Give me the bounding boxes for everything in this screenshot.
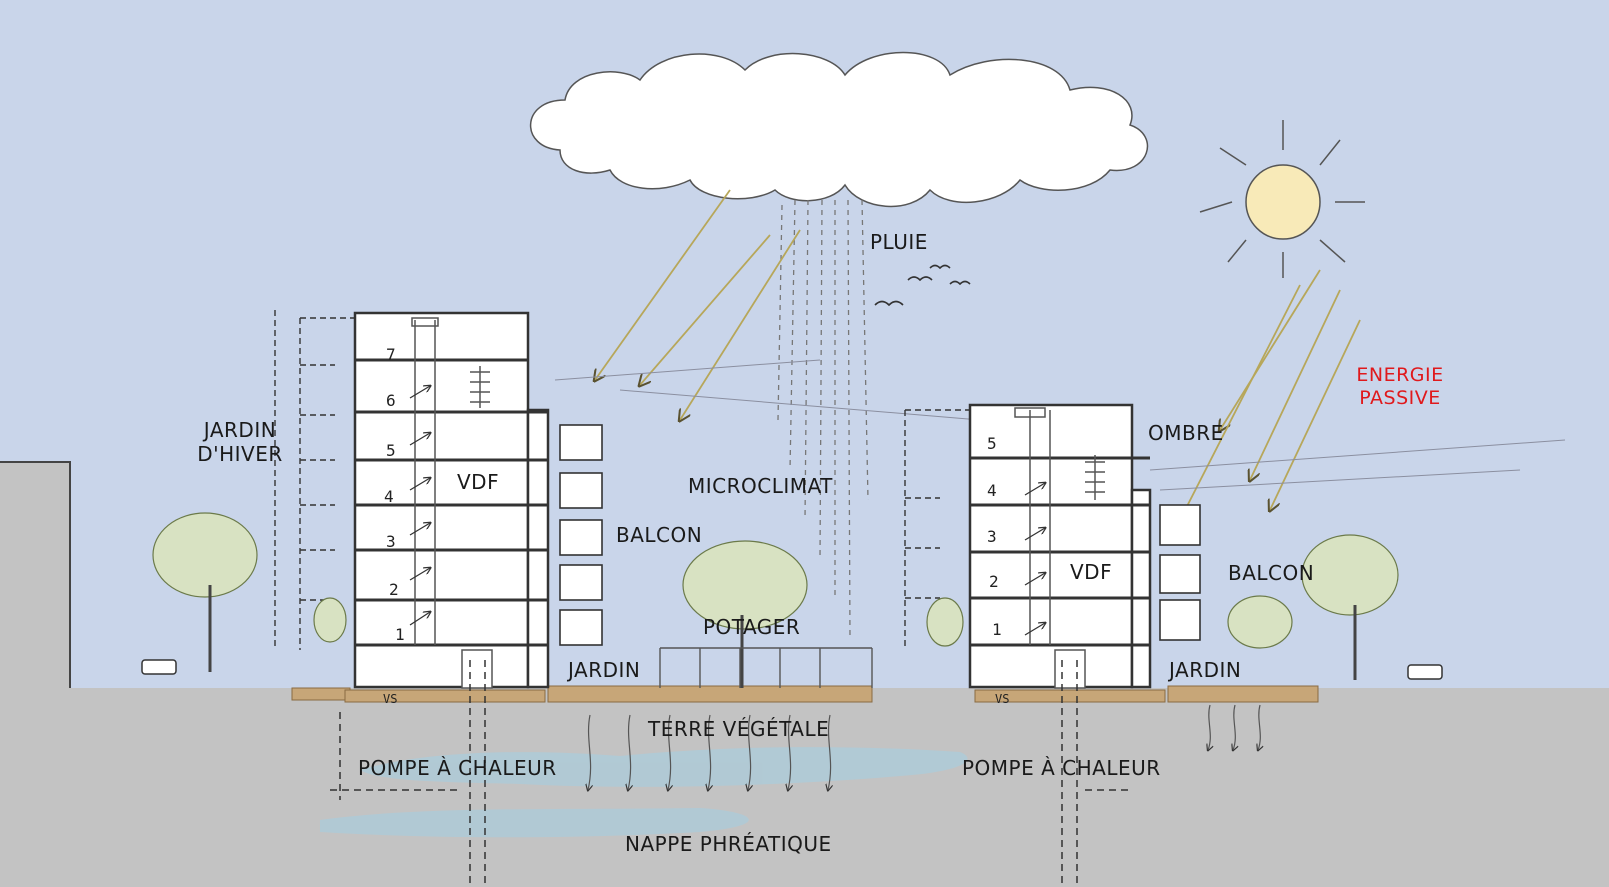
label-jardin-hiver: JARDIN D'HIVER [190,418,290,466]
rain [777,199,869,641]
floor-number-left: 1 [395,625,405,644]
floor-number-left: 2 [389,580,399,599]
ground [0,462,1609,887]
label-potager: POTAGER [703,615,801,639]
left-building-floors [355,358,548,647]
heat-pump-lines [330,660,1130,887]
floor-number-right: 1 [992,620,1002,639]
floor-number-right: 2 [989,572,999,591]
label-balcon-right: BALCON [1228,561,1315,585]
greenhouse [659,647,873,688]
wind-lines [554,359,1566,491]
floor-number-left: 4 [384,487,394,506]
label-energie-line1: ENERGIE [1356,364,1444,386]
left-shaft [411,317,493,689]
birds [874,264,971,307]
infiltration-arrows [588,704,1260,790]
label-jardin-hiver-line2: D'HIVER [197,442,283,466]
label-jardin-right: JARDIN [1169,658,1242,682]
floor-number-right: 4 [987,481,997,500]
label-vs-left: VS [383,692,398,706]
label-energie-line2: PASSIVE [1359,387,1441,409]
label-microclimat: MICROCLIMAT [688,474,833,498]
right-balconies [1159,504,1201,641]
trees [152,512,1399,649]
label-jardin-hiver-line1: JARDIN [203,418,277,442]
label-balcon-left: BALCON [616,523,703,547]
floor-number-left: 5 [386,441,396,460]
label-vdf-left: VDF [457,470,500,494]
right-building [968,403,1152,689]
label-pompe-left: POMPE À CHALEUR [358,756,557,780]
right-winter-garden [904,409,970,650]
right-building-floors [970,456,1150,647]
floor-number-left: 3 [386,532,396,551]
ventilation-arrows [409,386,1045,636]
label-pluie: PLUIE [870,230,928,254]
sun-rays [595,189,1361,520]
label-jardin-left: JARDIN [568,658,641,682]
sun [1199,120,1365,278]
right-shaft [1014,407,1105,689]
cloud [529,51,1149,208]
floor-number-left: 6 [386,391,396,410]
benches [141,659,1443,680]
label-vs-right: VS [995,692,1010,706]
floor-number-left: 7 [386,345,396,364]
label-pompe-right: POMPE À CHALEUR [962,756,1161,780]
tree-trunks [208,585,1357,688]
label-nappe-phreatique: NAPPE PHRÉATIQUE [625,832,832,856]
label-energie-passive: ENERGIE PASSIVE [1350,364,1450,410]
left-winter-garden [274,310,355,650]
soil [291,685,1319,703]
floor-number-right: 3 [987,527,997,546]
label-vdf-right: VDF [1070,560,1113,584]
label-ombre: OMBRE [1148,421,1224,445]
label-terre-vegetale: TERRE VÉGÉTALE [648,717,830,741]
floor-number-right: 5 [987,434,997,453]
groundwater [320,747,968,838]
neighbour-wall-outline [0,461,71,688]
left-balconies [559,424,603,646]
